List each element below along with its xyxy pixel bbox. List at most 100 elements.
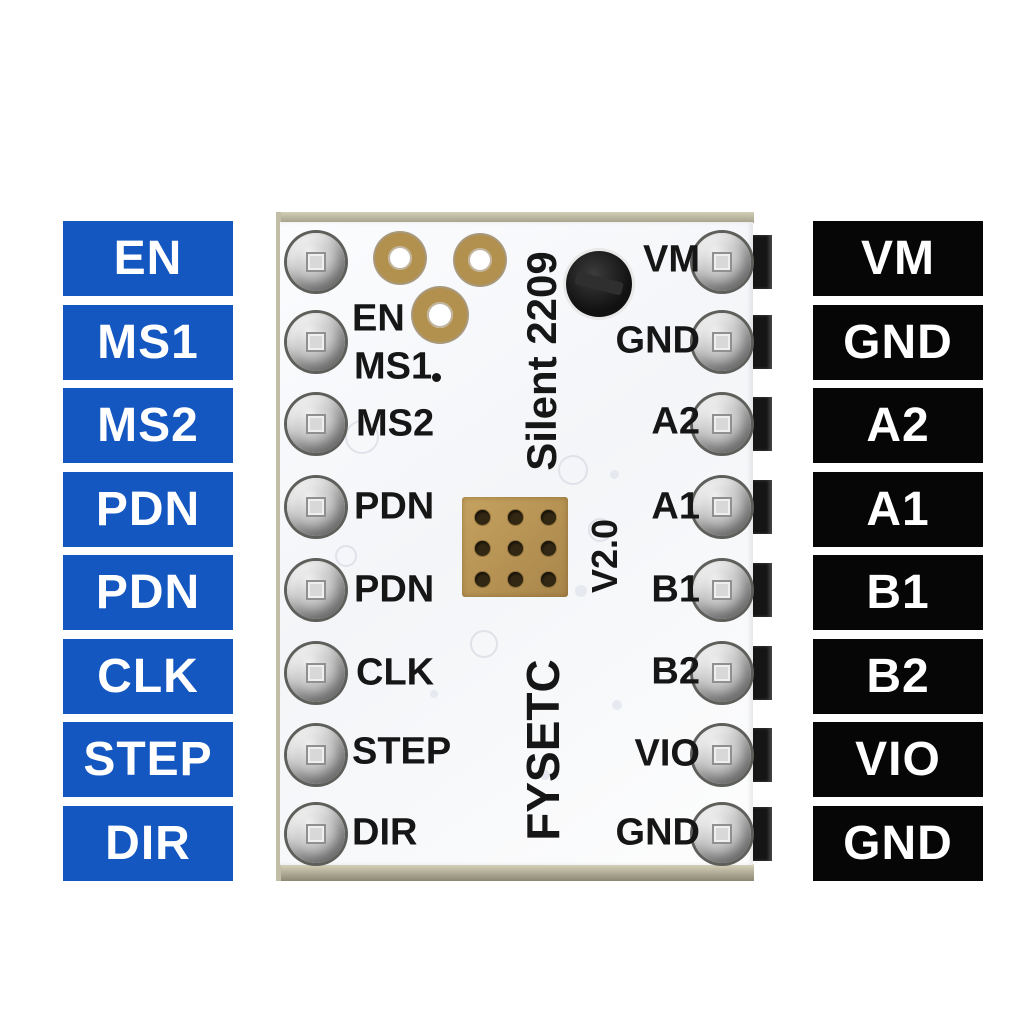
pcb-trace-decoration (345, 420, 379, 454)
pin-header-tab (751, 563, 772, 617)
thermal-via (541, 572, 556, 587)
pin-pad-square (306, 745, 326, 765)
silk-label-pdn2: PDN (354, 568, 435, 611)
gold-through-hole (375, 233, 425, 283)
pin-header-tab (751, 315, 772, 369)
solder-pin-dir (287, 805, 345, 863)
solder-pin-b1 (693, 561, 751, 619)
pcb-left-edge (276, 212, 281, 881)
right-pin-label-a2: A2 (813, 388, 983, 463)
silk-label-pdn1: PDN (354, 485, 435, 528)
pin-pad-square (712, 252, 732, 272)
solder-pin-vm (693, 233, 751, 291)
right-pin-label-gnd2: GND (813, 806, 983, 881)
thermal-via (475, 572, 490, 587)
silk-label-a2: A2 (651, 400, 700, 443)
pin-header-tab (751, 728, 772, 782)
pin-header-tab (751, 480, 772, 534)
pin-header-tab (751, 235, 772, 289)
solder-pin-b2 (693, 644, 751, 702)
screw-slot (574, 271, 624, 296)
pcb-dot-decoration (540, 770, 550, 780)
solder-pin-en (287, 233, 345, 291)
solder-pin-a1 (693, 478, 751, 536)
silk-version-text: V2.0 (584, 518, 625, 594)
silk-label-vm: VM (643, 238, 700, 281)
pin-pad-square (712, 580, 732, 600)
left-pin-label-step: STEP (63, 722, 233, 797)
solder-pin-a2 (693, 395, 751, 453)
silk-label-ms2: MS2 (356, 402, 435, 445)
pin-pad-square (306, 497, 326, 517)
silk-label-clk: CLK (356, 651, 435, 694)
silk-label-step: STEP (352, 730, 452, 773)
solder-pin-clk (287, 644, 345, 702)
right-pin-label-vm: VM (813, 221, 983, 296)
pin-pad-square (306, 824, 326, 844)
left-pin-label-ms2: MS2 (63, 388, 233, 463)
solder-pin-ms1 (287, 313, 345, 371)
left-pin-label-en: EN (63, 221, 233, 296)
silk-label-ms1: MS1 (354, 345, 433, 388)
thermal-via (508, 541, 523, 556)
silk-label-gnd2: GND (615, 811, 700, 854)
silk-model-text: Silent 2209 (518, 251, 565, 471)
pin-pad-square (712, 745, 732, 765)
pin-header-tab (751, 646, 772, 700)
silk-label-en: EN (352, 297, 405, 340)
silk-label-a1: A1 (651, 485, 700, 528)
pcb-trace-decoration (588, 518, 612, 542)
right-pin-label-gnd1: GND (813, 305, 983, 380)
silk-label-gnd1: GND (615, 319, 700, 362)
silk-label-dir: DIR (352, 811, 418, 854)
pin-pad-square (306, 332, 326, 352)
pin-pad-square (306, 663, 326, 683)
left-pin-label-dir: DIR (63, 806, 233, 881)
pin-pad-square (712, 497, 732, 517)
thermal-via (508, 572, 523, 587)
right-pin-label-b1: B1 (813, 555, 983, 630)
solder-pin-pdn2 (287, 561, 345, 619)
left-pin-label-pdn2: PDN (63, 555, 233, 630)
gold-through-hole (455, 235, 505, 285)
pin-header-tab (751, 807, 772, 861)
pin-pad-square (712, 663, 732, 683)
pin-pad-square (712, 332, 732, 352)
silk-label-b2: B2 (651, 650, 700, 693)
pin-header-tab (751, 397, 772, 451)
thermal-pad (462, 497, 568, 597)
solder-pin-step (287, 726, 345, 784)
silk-label-b1: B1 (651, 568, 700, 611)
solder-pin-gnd1 (693, 313, 751, 371)
silk-label-vio: VIO (634, 732, 700, 775)
pin-pad-square (306, 252, 326, 272)
pcb-dot-decoration (575, 585, 587, 597)
thermal-via (475, 510, 490, 525)
thermal-via (541, 541, 556, 556)
pin-pad-square (306, 414, 326, 434)
pin-pad-square (712, 414, 732, 434)
thermal-via (475, 541, 490, 556)
pin-pad-square (306, 580, 326, 600)
trimpot-screw-hole (566, 251, 632, 317)
pcb-bottom-edge (276, 864, 754, 881)
solder-pin-gnd2 (693, 805, 751, 863)
pin-pad-square (712, 824, 732, 844)
pcb-dot-decoration (430, 690, 438, 698)
thermal-via (541, 510, 556, 525)
solder-pin-vio (693, 726, 751, 784)
solder-pin-pdn1 (287, 478, 345, 536)
pcb-trace-decoration (558, 455, 588, 485)
right-pin-label-vio: VIO (813, 722, 983, 797)
left-pin-label-clk: CLK (63, 639, 233, 714)
left-pin-label-pdn1: PDN (63, 472, 233, 547)
thermal-via (508, 510, 523, 525)
silk-brand-text: FYSETC (517, 659, 569, 841)
solder-pin-ms2 (287, 395, 345, 453)
pcb-dot-decoration (612, 700, 622, 710)
pcb-top-edge (276, 212, 754, 223)
gold-through-hole (413, 288, 467, 342)
pcb-trace-decoration (335, 545, 357, 567)
right-pin-label-a1: A1 (813, 472, 983, 547)
